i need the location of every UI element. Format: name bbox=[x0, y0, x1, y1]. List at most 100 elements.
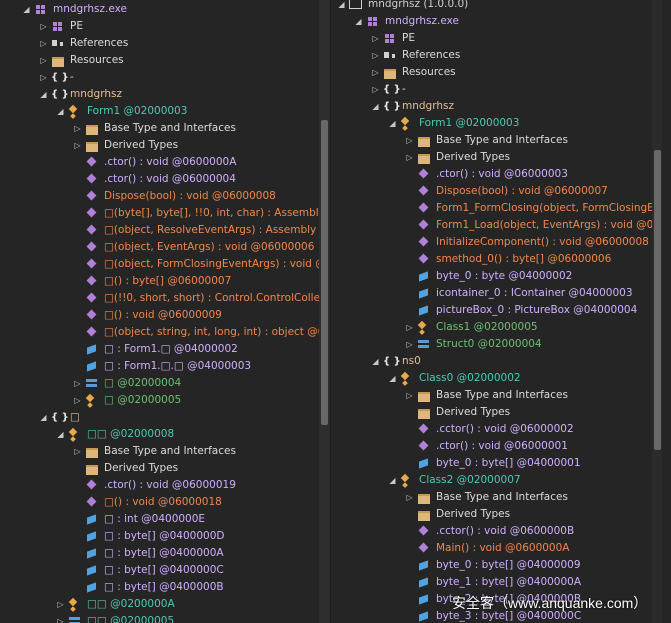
tree-node[interactable]: ◢mndgrhsz bbox=[331, 98, 671, 115]
collapsed-arrow-icon[interactable]: ▷ bbox=[372, 51, 379, 60]
expanded-arrow-icon[interactable]: ◢ bbox=[57, 107, 64, 116]
tree-node[interactable]: .ctor() : void @06000001 bbox=[331, 438, 671, 455]
expanded-arrow-icon[interactable]: ◢ bbox=[338, 0, 345, 9]
tree-node[interactable]: byte_0 : byte[] @04000009 bbox=[331, 557, 671, 574]
tree-node[interactable]: smethod_0() : byte[] @06000006 bbox=[331, 251, 671, 268]
tree-node[interactable]: Derived Types bbox=[331, 404, 671, 421]
tree-node[interactable]: □(object, FormClosingEventArgs) : void @… bbox=[0, 256, 319, 273]
tree-node[interactable]: ▷Struct0 @02000004 bbox=[331, 336, 671, 353]
tree-node[interactable]: ▷Base Type and Interfaces bbox=[0, 443, 319, 460]
expanded-arrow-icon[interactable]: ◢ bbox=[372, 357, 379, 366]
collapsed-arrow-icon[interactable]: ▷ bbox=[372, 34, 379, 43]
collapsed-arrow-icon[interactable]: ▷ bbox=[372, 68, 379, 77]
tree-node[interactable]: □(object, string, int, long, int) : obje… bbox=[0, 324, 319, 341]
collapsed-arrow-icon[interactable]: ▷ bbox=[406, 153, 413, 162]
tree-node[interactable]: ▷□ @02000004 bbox=[0, 375, 319, 392]
tree-node[interactable]: ▷Resources bbox=[331, 64, 671, 81]
collapsed-arrow-icon[interactable]: ▷ bbox=[40, 22, 47, 31]
collapsed-arrow-icon[interactable]: ▷ bbox=[57, 617, 64, 623]
right-scroll-thumb[interactable] bbox=[654, 150, 661, 450]
tree-node[interactable]: □ : byte[] @0400000C bbox=[0, 562, 319, 579]
tree-node[interactable]: ▷Base Type and Interfaces bbox=[331, 132, 671, 149]
tree-node[interactable]: ◢Form1 @02000003 bbox=[0, 103, 319, 120]
left-assembly-tree[interactable]: ◢mndgrhsz.exe▷PE▷References▷Resources▷- ◢… bbox=[0, 0, 319, 623]
tree-node[interactable]: ▷Base Type and Interfaces bbox=[331, 387, 671, 404]
right-assembly-tree[interactable]: ◢mndgrhsz (1.0.0.0)◢mndgrhsz.exe▷PE▷Refe… bbox=[331, 0, 671, 623]
tree-node[interactable]: byte_2 : byte[] @0400000B bbox=[331, 591, 671, 608]
tree-node[interactable]: □(object, ResolveEventArgs) : Assembly @… bbox=[0, 222, 319, 239]
collapsed-arrow-icon[interactable]: ▷ bbox=[40, 56, 47, 65]
tree-node[interactable]: ▷References bbox=[0, 35, 319, 52]
tree-node[interactable]: Form1_Load(object, EventArgs) : void @0 bbox=[331, 217, 671, 234]
tree-node[interactable]: byte_0 : byte @04000002 bbox=[331, 268, 671, 285]
collapsed-arrow-icon[interactable]: ▷ bbox=[406, 136, 413, 145]
tree-node[interactable]: InitializeComponent() : void @06000008 bbox=[331, 234, 671, 251]
collapsed-arrow-icon[interactable]: ▷ bbox=[40, 39, 47, 48]
tree-node[interactable]: pictureBox_0 : PictureBox @04000004 bbox=[331, 302, 671, 319]
tree-node[interactable]: □ : Form1.□.□ @04000003 bbox=[0, 358, 319, 375]
tree-node[interactable]: ◢mndgrhsz (1.0.0.0) bbox=[331, 0, 671, 13]
tree-node[interactable]: Derived Types bbox=[331, 506, 671, 523]
tree-node[interactable]: Derived Types bbox=[0, 460, 319, 477]
expanded-arrow-icon[interactable]: ◢ bbox=[57, 430, 64, 439]
tree-node[interactable]: ◢□□ @02000008 bbox=[0, 426, 319, 443]
tree-node[interactable]: ▷Base Type and Interfaces bbox=[0, 120, 319, 137]
tree-node[interactable]: □() : void @06000009 bbox=[0, 307, 319, 324]
collapsed-arrow-icon[interactable]: ▷ bbox=[74, 379, 81, 388]
tree-node[interactable]: ▷- bbox=[0, 69, 319, 86]
tree-node[interactable]: ▷PE bbox=[331, 30, 671, 47]
expanded-arrow-icon[interactable]: ◢ bbox=[40, 413, 47, 422]
tree-node[interactable]: ▷Class1 @02000005 bbox=[331, 319, 671, 336]
tree-node[interactable]: □ : int @0400000E bbox=[0, 511, 319, 528]
tree-node[interactable]: ▷PE bbox=[0, 18, 319, 35]
collapsed-arrow-icon[interactable]: ▷ bbox=[57, 600, 64, 609]
tree-node[interactable]: ◢mndgrhsz.exe bbox=[0, 1, 319, 18]
tree-node[interactable]: □ : byte[] @0400000B bbox=[0, 579, 319, 596]
tree-node[interactable]: Main() : void @0600000A bbox=[331, 540, 671, 557]
tree-node[interactable]: □() : void @06000018 bbox=[0, 494, 319, 511]
tree-node[interactable]: ▷□□ @02000005 bbox=[0, 613, 319, 623]
tree-node[interactable]: ▷□□ @0200000A bbox=[0, 596, 319, 613]
tree-node[interactable]: ◢mndgrhsz.exe bbox=[331, 13, 671, 30]
expanded-arrow-icon[interactable]: ◢ bbox=[355, 17, 362, 26]
tree-node[interactable]: ◢□ bbox=[0, 409, 319, 426]
tree-node[interactable]: .ctor() : void @06000003 bbox=[331, 166, 671, 183]
left-scroll-thumb[interactable] bbox=[321, 120, 328, 425]
tree-node[interactable]: ▷References bbox=[331, 47, 671, 64]
collapsed-arrow-icon[interactable]: ▷ bbox=[74, 447, 81, 456]
tree-node[interactable]: ◢Form1 @02000003 bbox=[331, 115, 671, 132]
expanded-arrow-icon[interactable]: ◢ bbox=[389, 374, 396, 383]
tree-node[interactable]: □ : byte[] @0400000D bbox=[0, 528, 319, 545]
tree-node[interactable]: ▷Derived Types bbox=[331, 149, 671, 166]
tree-node[interactable]: byte_3 : byte[] @0400000C bbox=[331, 608, 671, 623]
expanded-arrow-icon[interactable]: ◢ bbox=[40, 90, 47, 99]
tree-node[interactable]: byte_1 : byte[] @0400000A bbox=[331, 574, 671, 591]
collapsed-arrow-icon[interactable]: ▷ bbox=[406, 391, 413, 400]
left-tree-scrollbar[interactable] bbox=[319, 0, 330, 623]
collapsed-arrow-icon[interactable]: ▷ bbox=[406, 323, 413, 332]
tree-node[interactable]: □ : Form1.□ @04000002 bbox=[0, 341, 319, 358]
tree-node[interactable]: .ctor() : void @06000004 bbox=[0, 171, 319, 188]
collapsed-arrow-icon[interactable]: ▷ bbox=[74, 124, 81, 133]
tree-node[interactable]: □ : byte[] @0400000A bbox=[0, 545, 319, 562]
expanded-arrow-icon[interactable]: ◢ bbox=[372, 102, 379, 111]
collapsed-arrow-icon[interactable]: ▷ bbox=[406, 493, 413, 502]
expanded-arrow-icon[interactable]: ◢ bbox=[389, 119, 396, 128]
tree-node[interactable]: ▷- bbox=[331, 81, 671, 98]
tree-node[interactable]: ◢ns0 bbox=[331, 353, 671, 370]
expanded-arrow-icon[interactable]: ◢ bbox=[23, 5, 30, 14]
expanded-arrow-icon[interactable]: ◢ bbox=[389, 476, 396, 485]
tree-node[interactable]: ▷Base Type and Interfaces bbox=[331, 489, 671, 506]
right-tree-scrollbar[interactable] bbox=[652, 0, 662, 623]
collapsed-arrow-icon[interactable]: ▷ bbox=[74, 141, 81, 150]
tree-node[interactable]: .cctor() : void @06000002 bbox=[331, 421, 671, 438]
tree-node[interactable]: .cctor() : void @0600000B bbox=[331, 523, 671, 540]
tree-node[interactable]: ◢Class0 @02000002 bbox=[331, 370, 671, 387]
tree-node[interactable]: □(!!0, short, short) : Control.ControlCo… bbox=[0, 290, 319, 307]
tree-node[interactable]: Dispose(bool) : void @06000007 bbox=[331, 183, 671, 200]
tree-node[interactable]: Form1_FormClosing(object, FormClosingEv bbox=[331, 200, 671, 217]
tree-node[interactable]: ▷Resources bbox=[0, 52, 319, 69]
tree-node[interactable]: .ctor() : void @06000019 bbox=[0, 477, 319, 494]
tree-node[interactable]: ▷Derived Types bbox=[0, 137, 319, 154]
tree-node[interactable]: □(byte[], byte[], !!0, int, char) : Asse… bbox=[0, 205, 319, 222]
